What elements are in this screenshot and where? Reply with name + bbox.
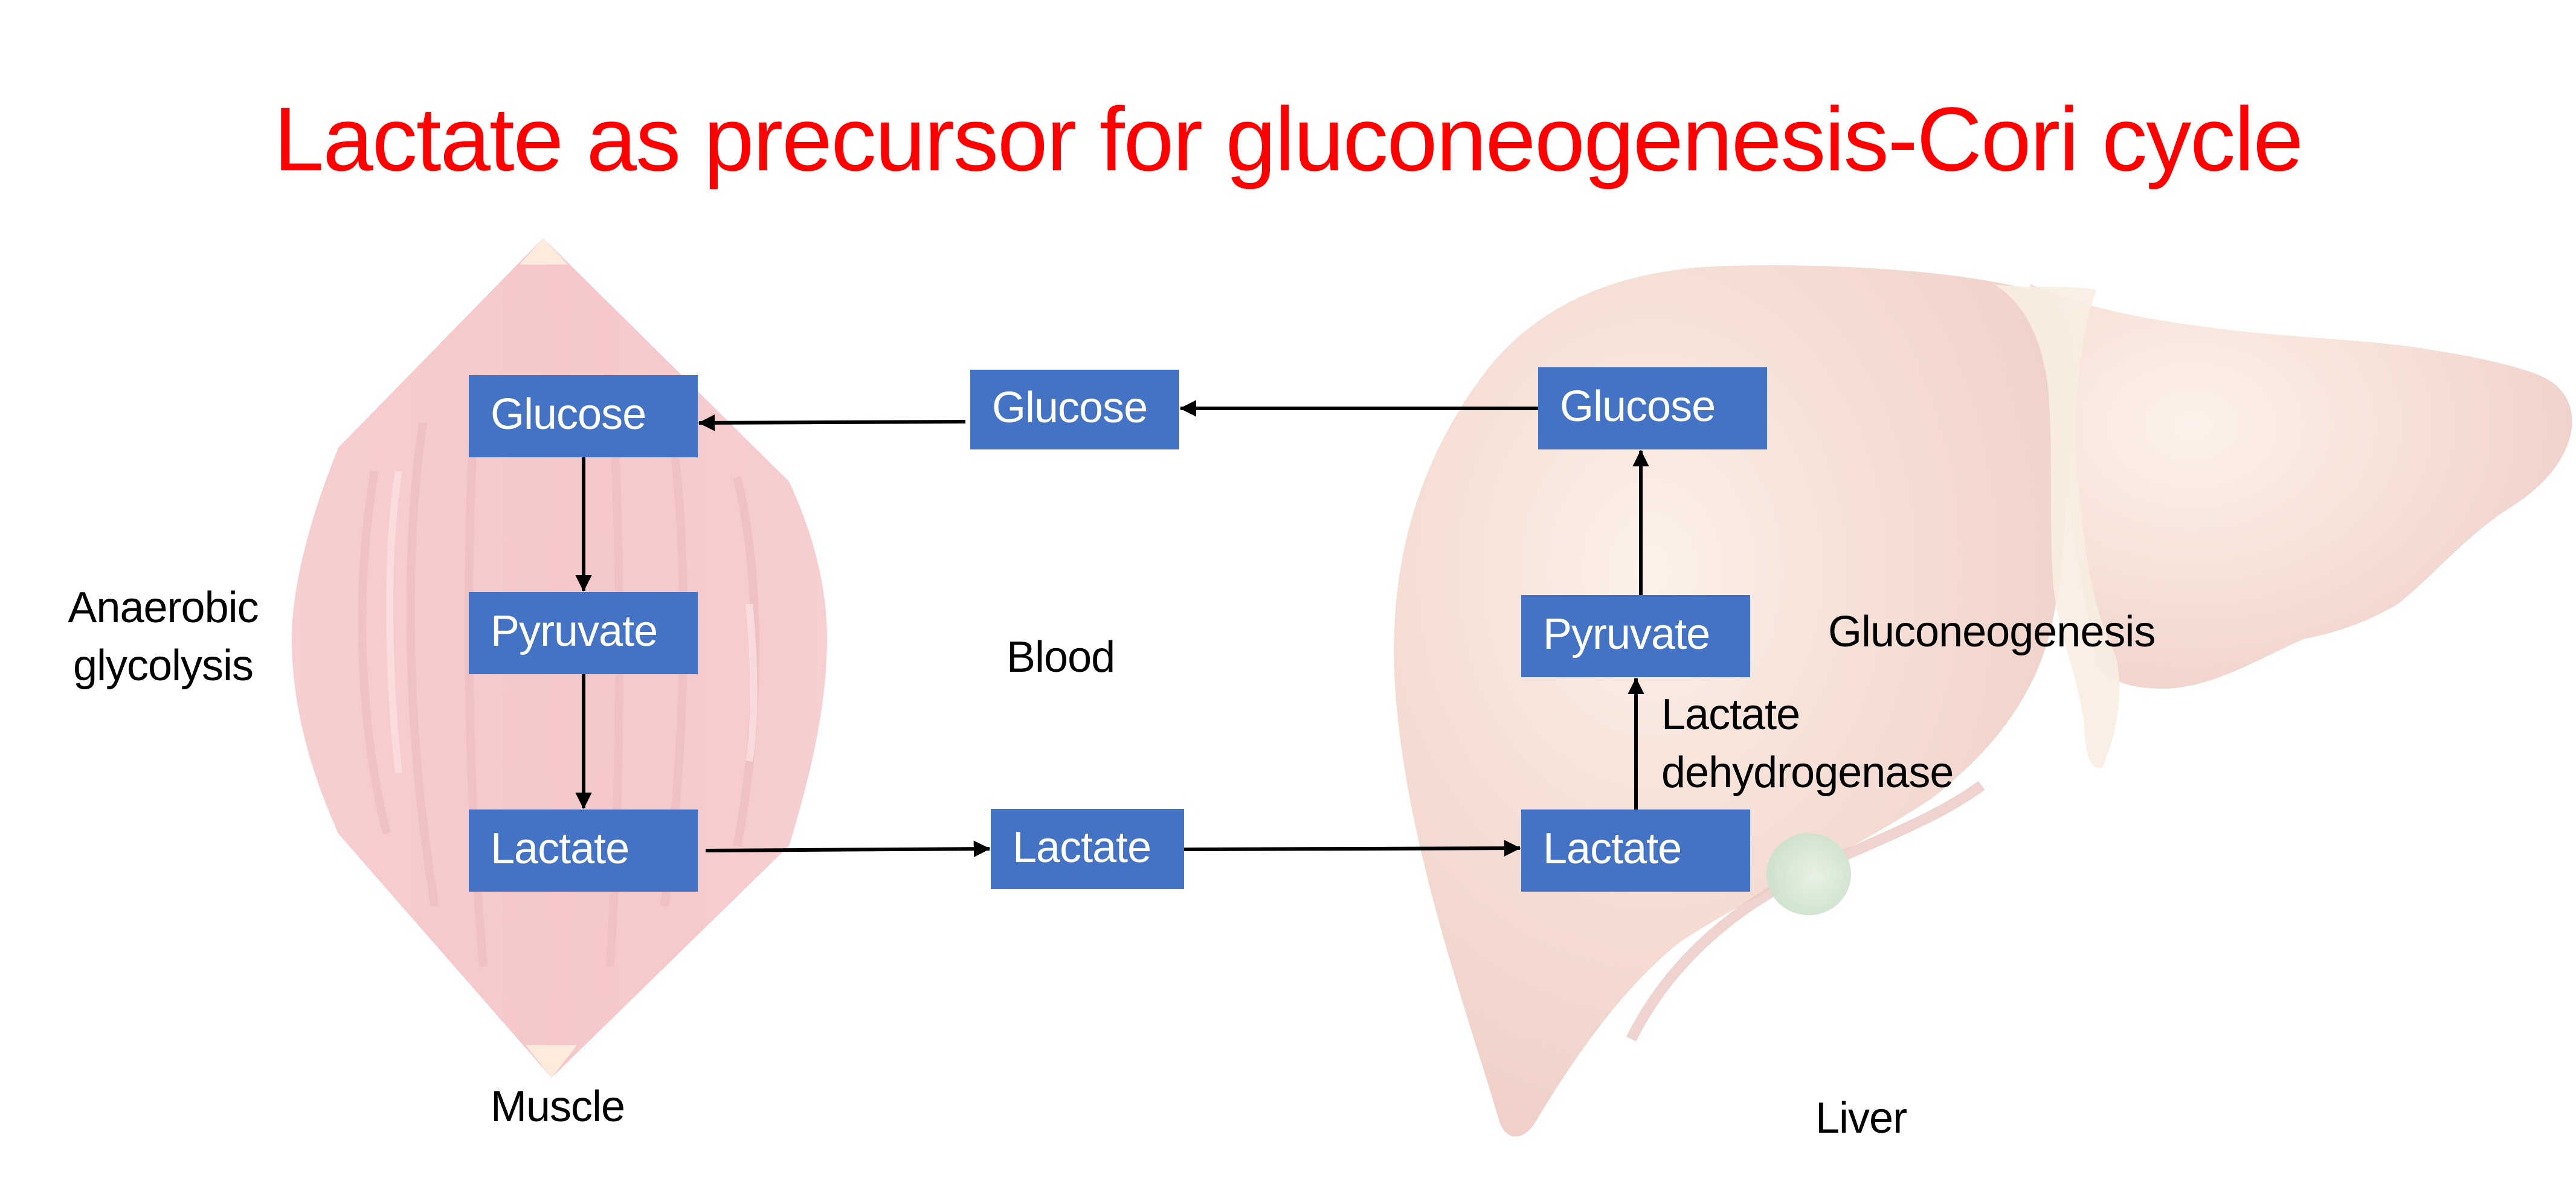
gluconeogenesis-label: Gluconeogenesis — [1828, 608, 2156, 656]
liver-pyruvate-label: Pyruvate — [1543, 610, 1710, 658]
liver-pyruvate-box: Pyruvate — [1521, 595, 1750, 677]
arrow-blood-glucose-to-muscle-glucose — [698, 414, 966, 431]
liver-right-lobe — [2030, 284, 2572, 689]
blood-glucose-box: Glucose — [970, 370, 1179, 449]
muscle-pyruvate-label: Pyruvate — [491, 607, 658, 655]
liver-left-lobe — [1394, 265, 2074, 1137]
anaerobic-glycolysis-line-2: glycolysis — [72, 642, 254, 690]
anaerobic-glycolysis-line-1: Anaerobic — [68, 584, 259, 632]
liver-falciform-ligament — [1994, 284, 2120, 768]
muscle-lactate-box: Lactate — [469, 809, 698, 892]
slide-title: Lactate as precursor for gluconeogenesis… — [273, 88, 2304, 190]
arrow-muscle-lactate-to-blood-lactate — [705, 840, 991, 857]
blood-glucose-label: Glucose — [992, 384, 1148, 432]
muscle-pyruvate-box: Pyruvate — [469, 592, 698, 674]
muscle-glucose-box: Glucose — [469, 375, 698, 457]
arrow-blood-lactate-to-liver-lactate — [1183, 840, 1521, 857]
enzyme-label-line-1: Lactate — [1661, 690, 1800, 739]
liver-illustration — [1394, 265, 2572, 1137]
anaerobic-glycolysis-label: Anaerobic glycolysis — [36, 579, 290, 695]
muscle-tendon-top — [520, 238, 568, 265]
liver-lactate-box: Lactate — [1521, 809, 1750, 892]
gallbladder — [1766, 833, 1851, 915]
blood-lactate-box: Lactate — [991, 809, 1184, 889]
muscle-lactate-label: Lactate — [491, 825, 630, 873]
muscle-region-label: Muscle — [491, 1083, 625, 1131]
muscle-tendon-bottom — [526, 1045, 577, 1078]
arrows — [575, 400, 1649, 857]
liver-lactate-label: Lactate — [1543, 825, 1682, 873]
enzyme-label-line-2: dehydrogenase — [1661, 748, 1954, 797]
blood-region-label: Blood — [1006, 633, 1115, 681]
liver-glucose-box: Glucose — [1538, 367, 1767, 449]
muscle-highlights — [386, 471, 758, 774]
muscle-glucose-label: Glucose — [491, 390, 646, 439]
liver-glucose-label: Glucose — [1560, 382, 1716, 431]
blood-lactate-label: Lactate — [1013, 823, 1151, 872]
liver-region-label: Liver — [1815, 1094, 1907, 1142]
lactate-dehydrogenase-label: Lactate dehydrogenase — [1661, 686, 1954, 802]
